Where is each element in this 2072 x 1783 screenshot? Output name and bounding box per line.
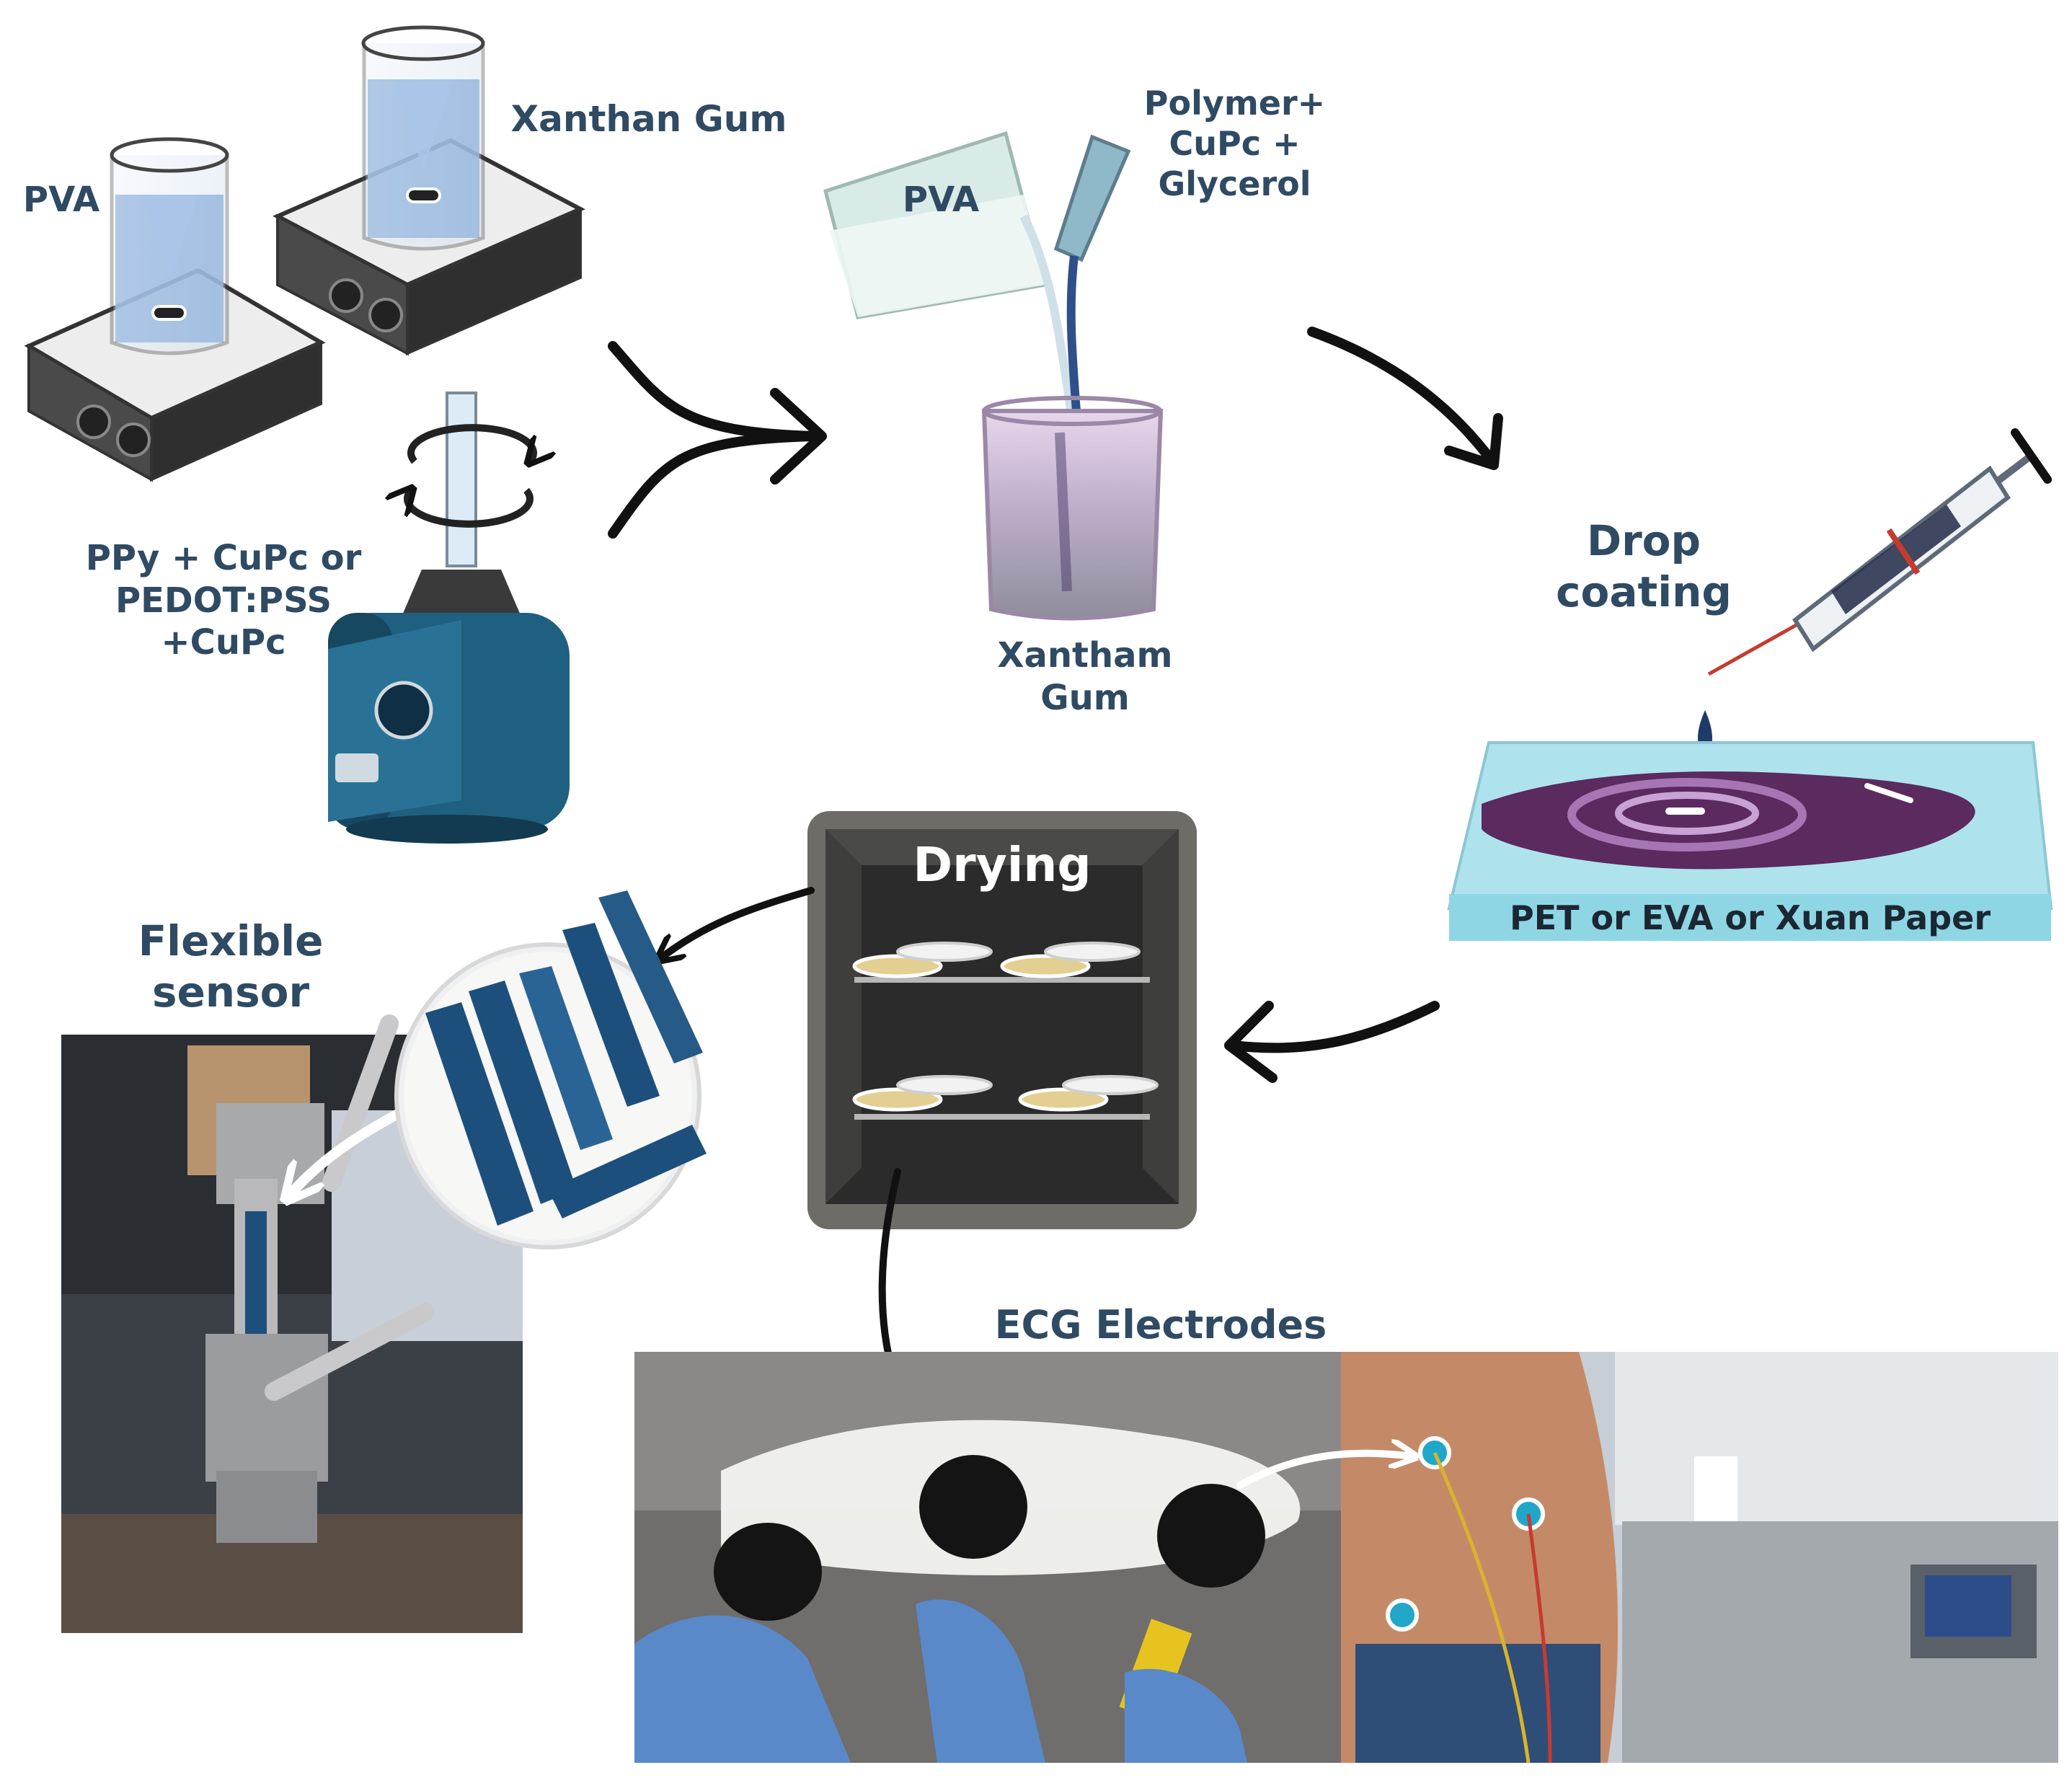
label-polymer-mix-line: Glycerol xyxy=(1158,164,1311,204)
label-polymer-mix-line: Polymer+ xyxy=(1143,84,1326,123)
label-pva-left: PVA xyxy=(22,180,100,220)
vortex-mixer xyxy=(328,391,570,844)
label-drying: Drying xyxy=(913,837,1092,893)
label-polymer-mix-line: CuPc + xyxy=(1169,124,1301,164)
ecg-test-photo xyxy=(1341,1352,2058,1764)
merge-arrow xyxy=(608,341,827,539)
label-flexible-sensor: Flexible sensor xyxy=(105,916,357,1018)
arrow-head-oven xyxy=(1224,1001,1278,1083)
ecg-electrodes-photo xyxy=(634,1352,1341,1763)
label-flexible-sensor-line: Flexible xyxy=(138,916,324,965)
arrow-to-oven xyxy=(1228,1001,1440,1053)
beaker-xanthan xyxy=(361,25,485,251)
pva-pouring-beaker xyxy=(823,130,1079,433)
label-xantham-gum-line: Xantham xyxy=(997,635,1173,676)
label-ppy-mix-line: +CuPc xyxy=(161,622,286,663)
label-ppy-mix: PPy + CuPc or PEDOT:PSS +CuPc xyxy=(72,537,375,664)
label-xantham-gum-line: Gum xyxy=(1040,677,1130,718)
label-xanthan-gum: Xanthan Gum xyxy=(510,98,787,140)
label-polymer-mix: Polymer+ CuPc + Glycerol xyxy=(1125,83,1345,204)
substrate-plate xyxy=(1447,741,2053,941)
label-substrate: PET or EVA or Xuan Paper xyxy=(1510,898,1991,937)
label-ppy-mix-line: PPy + CuPc or xyxy=(85,538,362,578)
label-drop-coating: Drop coating xyxy=(1532,516,1756,618)
arrow-to-drop-coating xyxy=(1307,327,1497,466)
drying-oven xyxy=(807,811,1197,1229)
label-xantham-gum: Xantham Gum xyxy=(970,634,1200,719)
beaker-pva xyxy=(110,137,229,355)
syringe xyxy=(1707,428,2052,676)
label-ppy-mix-line: PEDOT:PSS xyxy=(115,580,332,621)
label-ecg-electrodes: ECG Electrodes xyxy=(994,1302,1327,1348)
arrow-head-drop-coating xyxy=(1444,413,1503,470)
xantham-beaker xyxy=(981,396,1164,621)
label-pva-pour: PVA xyxy=(902,180,980,220)
label-flexible-sensor-line: sensor xyxy=(151,967,310,1017)
arrow-to-petri xyxy=(660,887,815,959)
label-drop-coating-line: coating xyxy=(1556,567,1732,616)
petri-dish-sensors xyxy=(394,890,707,1249)
label-drop-coating-line: Drop xyxy=(1586,516,1701,565)
arrow-electrode-to-body xyxy=(1236,1454,1413,1489)
